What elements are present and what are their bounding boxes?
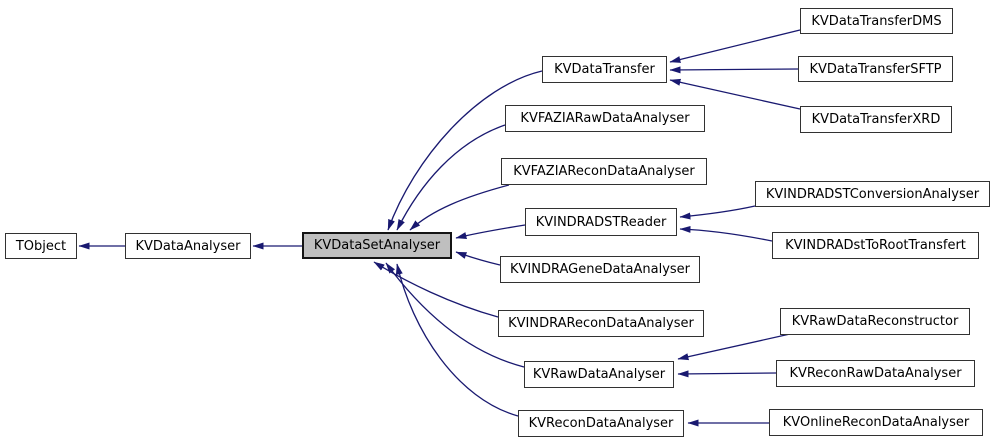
edge-kvfaziarawdataanalyser-to-kvdatasetanalyser [396, 124, 506, 231]
edge-kvreconrawdataanalyser-to-kvrawdataanalyser [677, 370, 777, 378]
class-node-kvrecondataanalyser[interactable]: KVReconDataAnalyser [518, 410, 684, 437]
class-node-kvfaziarecondataanalyser[interactable]: KVFAZIAReconDataAnalyser [501, 158, 707, 185]
class-node-kvindradsttoroottransfert[interactable]: KVINDRADstToRootTransfert [772, 232, 979, 259]
edge-kvindradstconversionanalyser-to-kvindradstreader [679, 205, 756, 220]
class-node-kvdatatransferxrd[interactable]: KVDataTransferXRD [800, 106, 952, 133]
class-node-kvindradstconversionanalyser[interactable]: KVINDRADSTConversionAnalyser [755, 181, 990, 207]
class-node-kvdatatransfer[interactable]: KVDataTransfer [542, 56, 667, 83]
edge-kvindrarecondataanalyser-to-kvdatasetanalyser [373, 261, 499, 318]
class-node-kvreconrawdataanalyser[interactable]: KVReconRawDataAnalyser [776, 360, 975, 387]
class-node-kvdatatransferdms[interactable]: KVDataTransferDMS [800, 8, 953, 34]
class-node-kvfaziarawdataanalyser[interactable]: KVFAZIARawDataAnalyser [505, 105, 705, 132]
edge-kvindragenedataanalyser-to-kvdatasetanalyser [455, 251, 501, 266]
class-node-kvdatatransfersftp[interactable]: KVDataTransferSFTP [798, 56, 953, 82]
class-node-kvdatasetanalyser[interactable]: KVDataSetAnalyser [302, 232, 452, 259]
edge-kvdatatransfer-to-kvdatasetanalyser [387, 70, 543, 231]
edge-kvfaziarecondataanalyser-to-kvdatasetanalyser [409, 184, 510, 231]
class-node-kvindrarecondataanalyser[interactable]: KVINDRAReconDataAnalyser [498, 310, 704, 337]
class-node-kvonlinerecondataanalyser[interactable]: KVOnlineReconDataAnalyser [769, 409, 983, 436]
class-node-kvrawdatareconstructor[interactable]: KVRawDataReconstructor [780, 308, 970, 335]
edge-kvindradsttoroottransfert-to-kvindradstreader [679, 225, 773, 242]
class-node-tobject[interactable]: TObject [5, 233, 77, 259]
edge-kvindradstreader-to-kvdatasetanalyser [455, 224, 526, 239]
class-node-kvindragenedataanalyser[interactable]: KVINDRAGeneDataAnalyser [500, 256, 700, 283]
edge-kvdatatransferdms-to-kvdatatransfer [669, 29, 801, 63]
class-node-kvindradstreader[interactable]: KVINDRADSTReader [525, 208, 677, 236]
edge-kvdatatransfersftp-to-kvdatatransfer [669, 66, 799, 74]
edge-kvrawdatareconstructor-to-kvrawdataanalyser [677, 333, 791, 361]
edge-kvrecondataanalyser-to-kvdatasetanalyser [395, 263, 519, 417]
class-node-kvrawdataanalyser[interactable]: KVRawDataAnalyser [524, 361, 674, 388]
class-node-kvdataanalyser[interactable]: KVDataAnalyser [125, 233, 251, 259]
